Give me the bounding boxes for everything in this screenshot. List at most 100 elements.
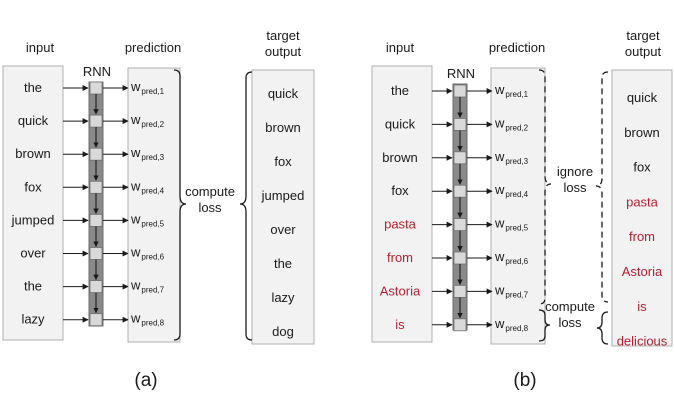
panel-b-input-word: fox (391, 183, 409, 198)
panel-b-target-column (611, 69, 673, 347)
panel-b-input-word: from (387, 250, 413, 265)
panel-a-target-word: dog (272, 324, 294, 339)
prediction-subscript: pred,4 (505, 190, 528, 199)
panel-b-compute-brace-left (538, 309, 551, 342)
panel-a-input-column (2, 65, 64, 341)
panel-b-input-word: quick (385, 116, 416, 131)
prediction-subscript: pred,5 (505, 224, 528, 233)
panel-b-target-header-line1: target (626, 28, 660, 43)
prediction-base: w (130, 311, 141, 326)
panel-b-prediction: wpred,7 (494, 282, 529, 299)
panel-a-target-word: jumped (261, 188, 305, 203)
prediction-base: w (494, 182, 505, 197)
panel-a-target-word: quick (268, 86, 299, 101)
panel-a-input-word: the (24, 80, 42, 95)
panel-a-target-word: the (274, 256, 292, 271)
panel-b-target-word: quick (627, 90, 658, 105)
panel-a-prediction: wpred,1 (130, 79, 165, 96)
panel-b-ignore-label-line1: ignore (557, 164, 593, 179)
panel-b-rnn-cell (453, 151, 467, 165)
panel-a-rnn-cell (89, 213, 103, 227)
panel-a-target-brace (239, 71, 253, 341)
prediction-subscript: pred,6 (505, 257, 528, 266)
prediction-base: w (130, 278, 141, 293)
prediction-base: w (494, 216, 505, 231)
panel-b-target-word: Astoria (622, 264, 663, 279)
prediction-base: w (494, 82, 505, 97)
prediction-base: w (494, 249, 505, 264)
panel-b-rnn-cell (453, 84, 467, 98)
panel-b-input-header: input (386, 40, 415, 55)
panel-b-prediction: wpred,2 (494, 115, 529, 132)
panel-a-caption: (a) (134, 370, 157, 391)
panel-a-rnn-cell (89, 114, 103, 128)
panel-a-prediction: wpred,8 (130, 311, 165, 328)
prediction-subscript: pred,1 (505, 90, 528, 99)
panel-b-input-word: pasta (384, 217, 417, 232)
prediction-subscript: pred,2 (141, 120, 164, 129)
panel-b-ignore-brace-right (595, 71, 609, 303)
panel-b-prediction-header: prediction (489, 40, 545, 55)
panel-a-input-word: brown (15, 146, 50, 161)
panel-a-prediction: wpred,6 (130, 245, 165, 262)
panel-a-prediction: wpred,7 (130, 278, 165, 295)
panel-b-prediction: wpred,5 (494, 216, 529, 233)
panel-a-input-word: jumped (11, 212, 55, 227)
prediction-base: w (494, 149, 505, 164)
panel-a-prediction: wpred,4 (130, 178, 165, 195)
panel-b-target-word: is (637, 299, 647, 314)
prediction-base: w (130, 79, 141, 94)
panel-a-input-word: over (20, 246, 46, 261)
panel-b-input-word: the (391, 83, 409, 98)
prediction-subscript: pred,4 (141, 186, 164, 195)
panel-a-rnn-cell (89, 247, 103, 260)
prediction-subscript: pred,5 (141, 219, 164, 228)
panel-b-prediction: wpred,4 (494, 182, 529, 199)
panel-b-rnn-cell (453, 284, 467, 298)
prediction-base: w (494, 282, 505, 297)
panel-a-input-word: the (24, 279, 42, 294)
panel-b-input-column (371, 65, 433, 343)
panel-a-prediction-column (127, 67, 181, 343)
panel-b-rnn-label: RNN (447, 66, 475, 81)
prediction-base: w (130, 112, 141, 127)
prediction-base: w (130, 145, 141, 160)
panel-a-input-word: fox (24, 179, 42, 194)
panel-a-prediction: wpred,5 (130, 211, 165, 228)
panel-a-prediction: wpred,2 (130, 112, 165, 129)
prediction-base: w (130, 211, 141, 226)
panel-b-compute-label-line2: loss (558, 315, 582, 330)
panel-b-input-word: brown (382, 150, 417, 165)
prediction-base: w (130, 178, 141, 193)
panel-a-rnn-cell (89, 180, 103, 194)
panel-a-target-word: lazy (271, 290, 295, 305)
panel-a-input-header: input (26, 40, 55, 55)
panel-b-prediction: wpred,6 (494, 249, 529, 266)
panel-b-compute-label-line1: compute (545, 299, 595, 314)
panel-b-target-word: brown (624, 125, 659, 140)
prediction-base: w (130, 245, 141, 260)
panel-a-rnn-cell (89, 280, 103, 294)
panel-b-ignore-label-line2: loss (563, 180, 587, 195)
panel-a-target-word: over (270, 222, 296, 237)
prediction-base: w (494, 316, 505, 331)
panel-b-input-word: Astoria (380, 283, 421, 298)
panel-b-prediction-column (490, 67, 546, 345)
panel-a-loss-label-line2: loss (198, 200, 222, 215)
panel-a-target-word: fox (274, 154, 292, 169)
panel-a-target-header-line1: target (266, 28, 300, 43)
prediction-subscript: pred,7 (141, 286, 164, 295)
panel-b-rnn-cell (453, 318, 467, 332)
prediction-subscript: pred,3 (505, 157, 528, 166)
panel-a-target-column (251, 69, 315, 345)
panel-b-ignore-brace-left (538, 69, 552, 305)
prediction-subscript: pred,1 (141, 87, 164, 96)
panel-b-target-word: delicious (617, 334, 668, 349)
panel-b-rnn-cell (453, 218, 467, 232)
prediction-subscript: pred,8 (505, 324, 528, 333)
panel-a-prediction: wpred,3 (130, 145, 165, 162)
panel-a-prediction-header: prediction (125, 40, 181, 55)
